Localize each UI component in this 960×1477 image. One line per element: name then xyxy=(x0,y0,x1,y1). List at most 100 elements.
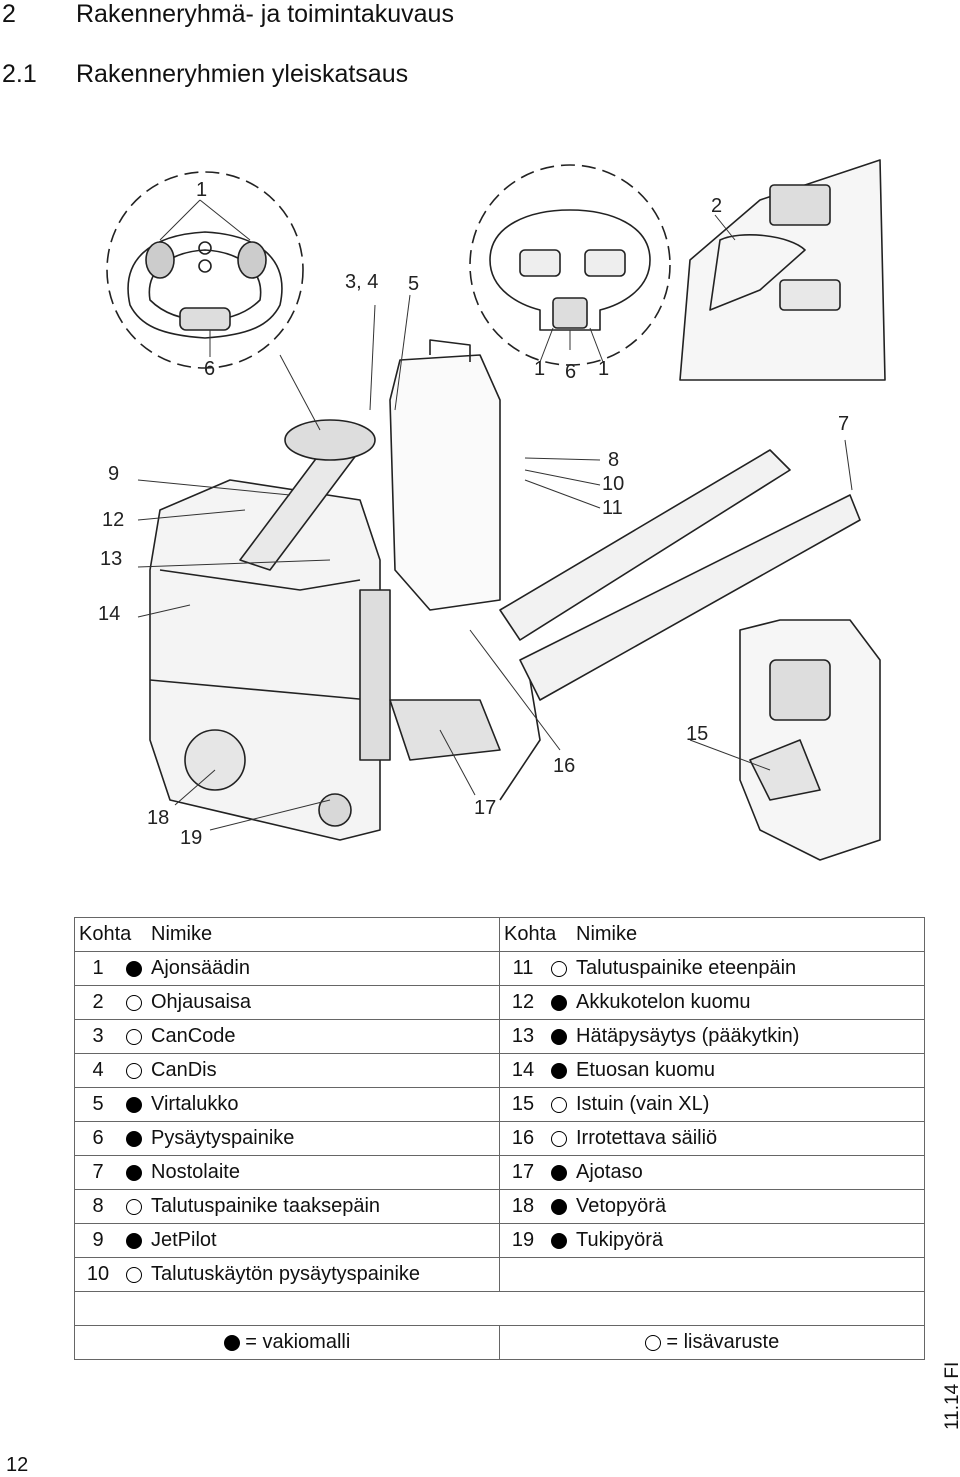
standard-dot-icon xyxy=(551,1164,567,1181)
chapter-title: Rakenneryhmä- ja toimintakuvaus xyxy=(76,0,454,28)
item-type xyxy=(121,1257,147,1292)
detail-circle-right xyxy=(469,164,671,366)
item-type xyxy=(546,1053,572,1088)
item-name xyxy=(572,1257,925,1292)
standard-dot-icon xyxy=(551,1232,567,1249)
item-name: Talutuspainike taaksepäin xyxy=(147,1189,500,1224)
item-number: 7 xyxy=(74,1155,121,1190)
item-name: Ajonsäädin xyxy=(147,951,500,986)
item-name: Istuin (vain XL) xyxy=(572,1087,925,1122)
handle-right-detail xyxy=(489,209,651,331)
callout-1-bottom-right: 1 xyxy=(598,358,609,380)
standard-dot-icon xyxy=(126,1096,142,1113)
callout-12: 12 xyxy=(102,509,124,531)
item-type xyxy=(121,1155,147,1190)
standard-dot-icon xyxy=(126,1130,142,1147)
item-name: Nostolaite xyxy=(147,1155,500,1190)
table-blank-row xyxy=(74,1291,925,1326)
callout-7: 7 xyxy=(838,413,849,435)
item-number: 18 xyxy=(499,1189,546,1224)
item-number: 12 xyxy=(499,985,546,1020)
fork-lower xyxy=(519,494,861,701)
item-name: Pysäytyspainike xyxy=(147,1121,500,1156)
item-name: CanCode xyxy=(147,1019,500,1054)
item-type xyxy=(546,985,572,1020)
callout-8: 8 xyxy=(608,449,619,471)
standard-dot-icon xyxy=(551,994,567,1011)
item-type xyxy=(546,1121,572,1156)
item-type xyxy=(121,1121,147,1156)
standard-dot-icon xyxy=(126,1164,142,1181)
page-number: 12 xyxy=(6,1454,29,1476)
callout-6-left: 6 xyxy=(204,358,215,380)
callout-14: 14 xyxy=(98,603,120,625)
header-kohta-right: Kohta xyxy=(499,917,556,952)
optional-ring-icon xyxy=(126,1266,142,1283)
item-type xyxy=(546,1087,572,1122)
table-header-row: Kohta Nimike Kohta Nimike xyxy=(74,917,925,952)
header-nimike-left: Nimike xyxy=(147,917,500,952)
item-number: 2 xyxy=(74,985,121,1020)
item-number xyxy=(499,1257,546,1292)
item-type xyxy=(121,1087,147,1122)
callout-19: 19 xyxy=(180,827,202,849)
callout-1-top: 1 xyxy=(196,179,207,201)
item-number: 4 xyxy=(74,1053,121,1088)
support-wheel xyxy=(318,793,352,827)
item-number: 16 xyxy=(499,1121,546,1156)
fork-upper xyxy=(499,449,791,641)
callout-18: 18 xyxy=(147,807,169,829)
optional-ring-icon xyxy=(551,960,567,977)
item-number: 11 xyxy=(499,951,546,986)
item-type xyxy=(546,1019,572,1054)
optional-ring-icon xyxy=(126,1198,142,1215)
header-nimike-right: Nimike xyxy=(572,917,925,952)
item-type xyxy=(121,1019,147,1054)
item-number: 5 xyxy=(74,1087,121,1122)
item-number: 1 xyxy=(74,951,121,986)
standard-dot-icon xyxy=(551,1198,567,1215)
item-type xyxy=(121,1053,147,1088)
item-name: CanDis xyxy=(147,1053,500,1088)
item-name: Ajotaso xyxy=(572,1155,925,1190)
callout-17: 17 xyxy=(474,797,496,819)
pallet-truck-illustration: 1 2 3, 4 5 6 1 6 1 7 9 12 13 14 8 10 11 … xyxy=(98,159,886,861)
platform xyxy=(389,699,501,761)
backrest xyxy=(389,354,501,611)
standard-dot-icon xyxy=(551,1062,567,1079)
item-name: Talutuskäytön pysäytyspainike xyxy=(147,1257,500,1292)
item-name: Irrotettava säiliö xyxy=(572,1121,925,1156)
item-name: Etuosan kuomu xyxy=(572,1053,925,1088)
callout-2: 2 xyxy=(711,195,722,217)
item-type xyxy=(121,985,147,1020)
callout-9: 9 xyxy=(108,463,119,485)
item-number: 17 xyxy=(499,1155,546,1190)
item-name: Tukipyörä xyxy=(572,1223,925,1258)
item-number: 8 xyxy=(74,1189,121,1224)
item-name: Akkukotelon kuomu xyxy=(572,985,925,1020)
section-number: 2.1 xyxy=(2,60,37,88)
legend-standard: = vakiomalli xyxy=(74,1325,500,1360)
item-number: 14 xyxy=(499,1053,546,1088)
item-type xyxy=(121,1189,147,1224)
item-number: 10 xyxy=(74,1257,121,1292)
item-number: 3 xyxy=(74,1019,121,1054)
edition-label: 11.14 FI xyxy=(942,1361,960,1430)
item-type xyxy=(121,1223,147,1258)
optional-ring-icon xyxy=(126,1062,142,1079)
item-type xyxy=(546,1155,572,1190)
seat-inset xyxy=(739,619,881,861)
callout-13: 13 xyxy=(100,548,122,570)
callout-6-mid: 6 xyxy=(565,361,576,383)
standard-dot-icon xyxy=(223,1334,240,1351)
callout-1-bottom-left: 1 xyxy=(534,358,545,380)
callout-16: 16 xyxy=(553,755,575,777)
callout-11: 11 xyxy=(602,497,623,519)
item-number: 19 xyxy=(499,1223,546,1258)
standard-dot-icon xyxy=(126,1232,142,1249)
